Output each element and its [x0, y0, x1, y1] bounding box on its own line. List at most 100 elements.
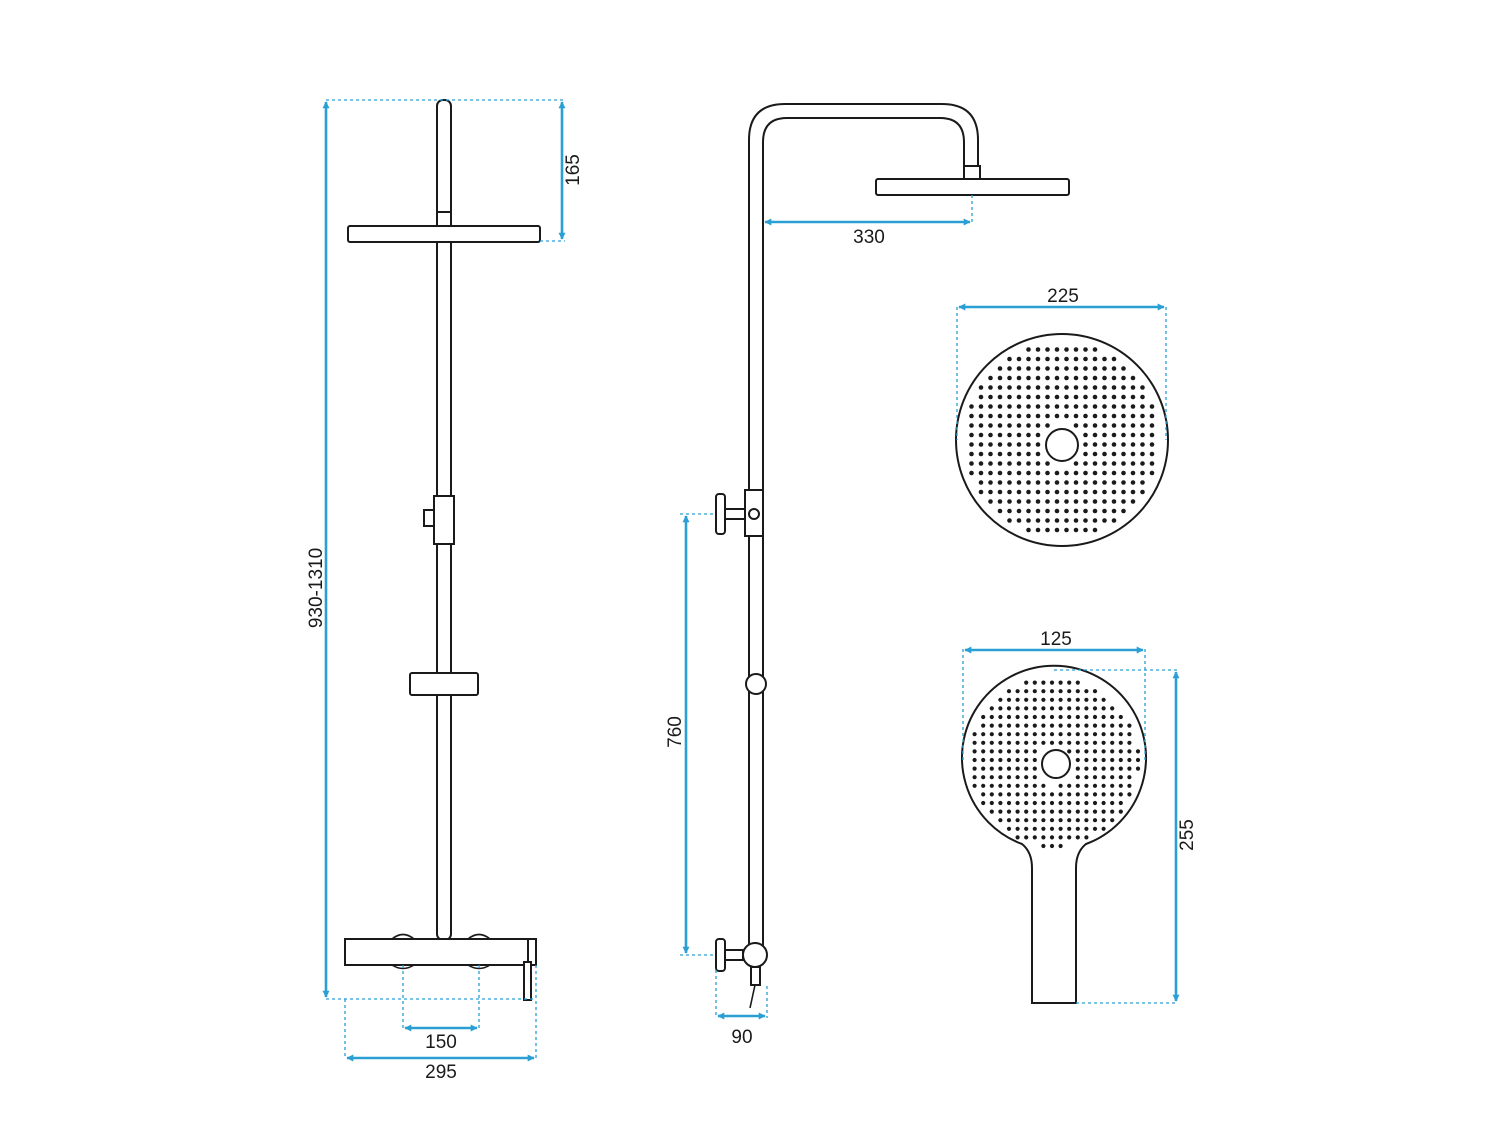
hand-nozzle	[1067, 697, 1072, 702]
hand-nozzle	[1075, 835, 1080, 840]
rain-nozzle	[1007, 404, 1012, 409]
rain-head-nozzles	[969, 347, 1155, 533]
hand-nozzle	[998, 714, 1003, 720]
rain-nozzle	[997, 404, 1003, 409]
rain-nozzle	[1007, 423, 1012, 428]
hand-nozzle	[1058, 706, 1063, 711]
hand-nozzle	[1092, 723, 1098, 728]
rain-nozzle	[1035, 480, 1041, 485]
hand-nozzle	[1092, 697, 1098, 702]
hand-nozzle	[1032, 835, 1037, 840]
hand-nozzle	[1032, 818, 1037, 823]
rain-nozzle	[1073, 461, 1079, 466]
hand-nozzle	[1041, 818, 1046, 823]
rain-nozzle	[1007, 442, 1012, 447]
hand-nozzle	[1067, 800, 1072, 806]
rain-nozzle	[978, 489, 984, 495]
side-mixer-body	[742, 942, 768, 968]
rain-nozzle	[1064, 375, 1069, 381]
rain-nozzle	[1007, 508, 1012, 514]
rain-nozzle	[1092, 508, 1098, 514]
rain-nozzle	[1149, 432, 1155, 438]
hand-nozzle	[998, 800, 1003, 806]
rain-nozzle	[1121, 442, 1126, 447]
rain-nozzle	[1073, 508, 1079, 514]
rain-nozzle	[1083, 375, 1088, 381]
hand-nozzle	[1084, 766, 1089, 771]
hand-nozzle	[1041, 680, 1046, 685]
rain-nozzle	[1073, 366, 1079, 371]
rain-nozzle	[1064, 366, 1069, 371]
hand-nozzle	[1006, 792, 1012, 797]
hand-nozzle	[1006, 809, 1012, 814]
rain-nozzle	[1130, 451, 1136, 457]
rain-head-center	[1045, 428, 1079, 462]
hand-nozzle	[981, 783, 986, 788]
hand-nozzle	[1110, 766, 1115, 771]
front-rain-head	[347, 225, 541, 243]
rain-nozzle	[1102, 413, 1107, 419]
rain-nozzle	[1111, 366, 1117, 371]
rain-nozzle	[1083, 451, 1088, 457]
hand-nozzle	[1006, 714, 1012, 720]
hand-nozzle	[989, 757, 994, 763]
hand-nozzle	[1024, 766, 1029, 771]
rain-nozzle	[1026, 385, 1031, 390]
hand-nozzle	[1058, 783, 1063, 788]
hand-nozzle	[1075, 766, 1080, 771]
hand-nozzle	[1049, 689, 1055, 694]
rain-nozzle	[1045, 461, 1050, 466]
rain-nozzle	[1140, 385, 1145, 390]
rain-nozzle	[1083, 385, 1088, 390]
hand-nozzle	[1092, 732, 1098, 737]
rain-nozzle	[1130, 413, 1136, 419]
rain-nozzle	[1026, 489, 1031, 495]
hand-nozzle	[1092, 714, 1098, 720]
hand-nozzle	[1084, 783, 1089, 788]
hand-nozzle	[989, 783, 994, 788]
rain-nozzle	[1130, 394, 1136, 400]
rain-nozzle	[1035, 413, 1041, 419]
hand-nozzle	[1032, 809, 1037, 814]
hand-nozzle	[1032, 792, 1037, 797]
rain-nozzle	[1111, 375, 1117, 381]
hand-nozzle	[998, 783, 1003, 788]
hand-nozzle	[1092, 818, 1098, 823]
hand-nozzle	[1075, 740, 1080, 745]
rain-nozzle	[969, 423, 974, 428]
rain-nozzle	[1026, 527, 1031, 533]
rain-nozzle	[1054, 366, 1060, 371]
hand-nozzle	[1127, 740, 1132, 745]
hand-nozzle	[1084, 697, 1089, 702]
rain-nozzle	[1064, 404, 1069, 409]
side-view	[715, 103, 1070, 1009]
hand-nozzle	[1049, 809, 1055, 814]
rain-nozzle	[1035, 394, 1041, 400]
hand-nozzle	[1110, 740, 1115, 745]
rain-nozzle	[1121, 480, 1126, 485]
hand-nozzle	[1024, 800, 1029, 806]
hand-nozzle	[1101, 809, 1106, 814]
rain-nozzle	[1083, 347, 1088, 352]
rain-nozzle	[988, 461, 993, 466]
hand-nozzle	[1110, 783, 1115, 788]
rain-nozzle	[1073, 404, 1079, 409]
rain-nozzle	[1083, 489, 1088, 495]
rain-nozzle	[969, 470, 974, 476]
hand-nozzle	[1084, 775, 1089, 780]
hand-nozzle	[981, 766, 986, 771]
rain-nozzle	[1054, 489, 1060, 495]
rain-nozzle	[1083, 480, 1088, 485]
rain-nozzle	[1102, 489, 1107, 495]
hand-nozzle	[1015, 697, 1020, 702]
hand-nozzle	[1092, 792, 1098, 797]
rain-nozzle	[1016, 451, 1022, 457]
rain-nozzle	[1026, 366, 1031, 371]
rain-nozzle	[1073, 480, 1079, 485]
rain-nozzle	[1026, 499, 1031, 504]
rain-nozzle	[997, 499, 1003, 504]
hand-nozzle	[1006, 689, 1012, 694]
rain-nozzle	[1121, 451, 1126, 457]
rain-nozzle	[1016, 404, 1022, 409]
rain-nozzle	[988, 451, 993, 457]
